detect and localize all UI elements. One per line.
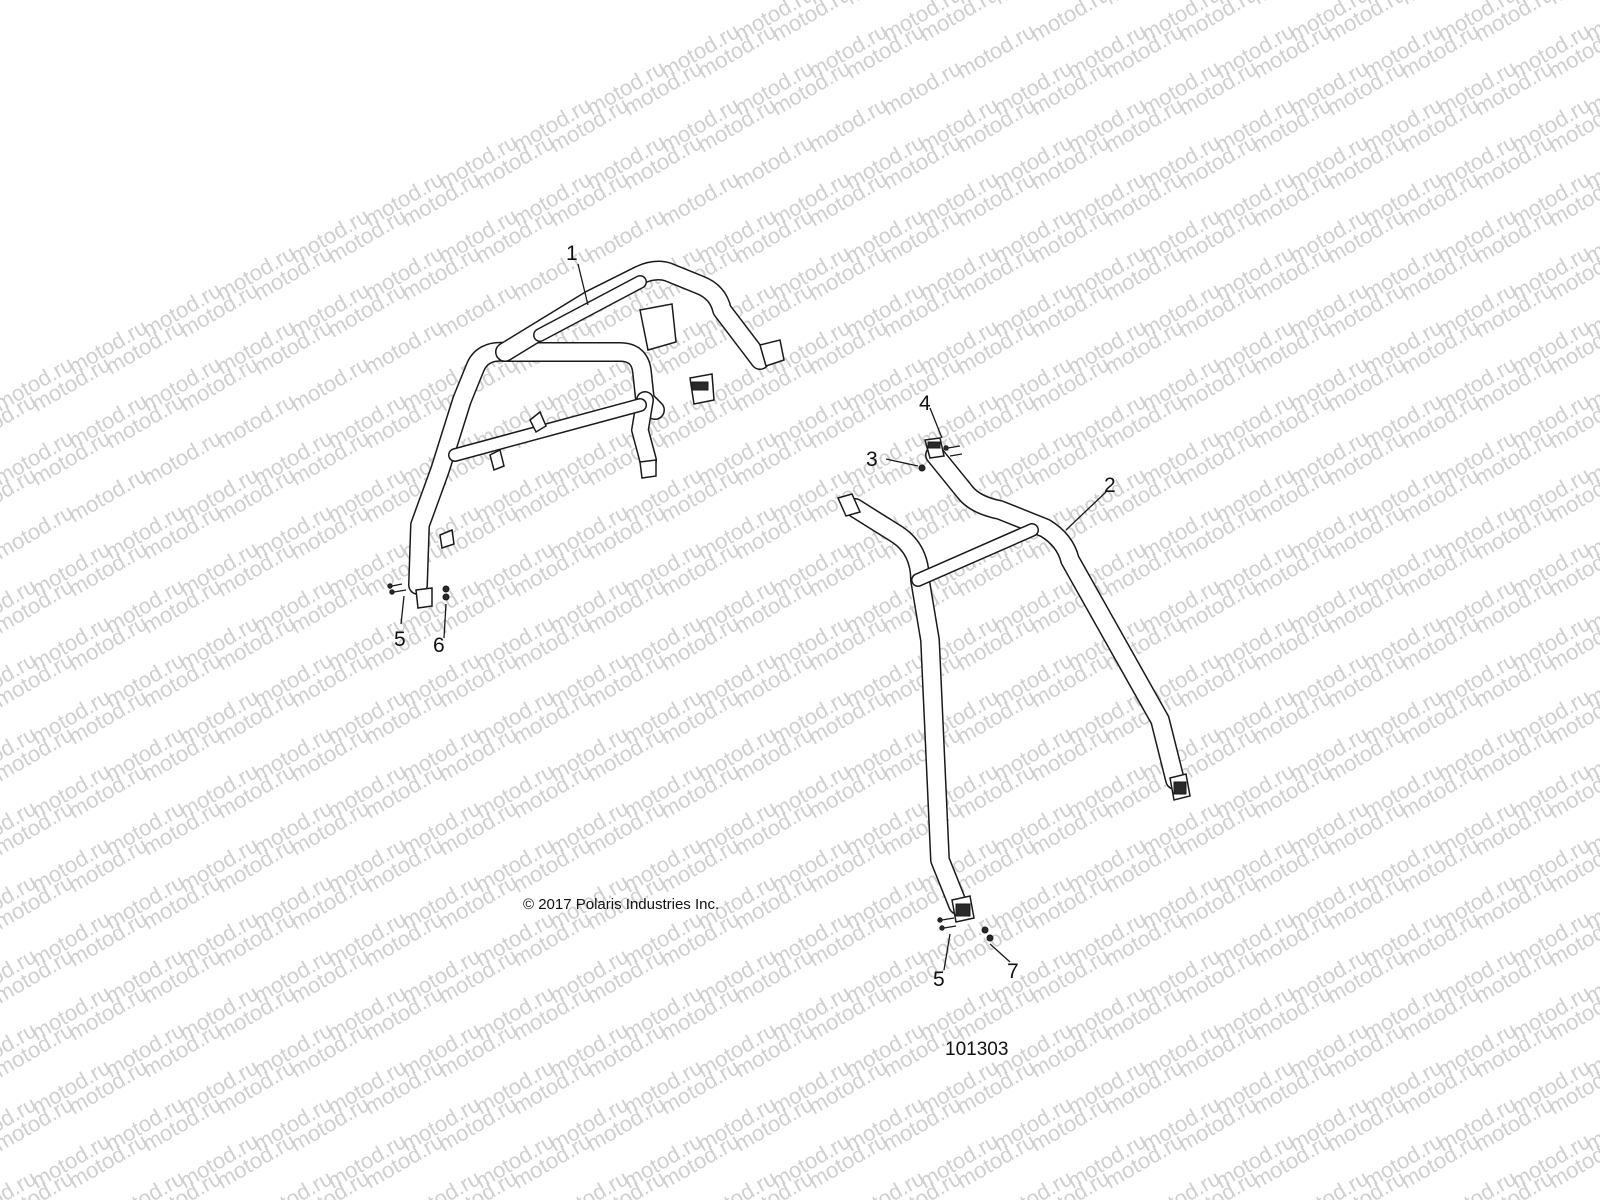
watermark-text: motod.ru [138, 425, 226, 490]
watermark-text: motod.ru [730, 129, 818, 194]
callout-7: 7 [1007, 960, 1019, 983]
callout-4: 4 [919, 392, 931, 415]
callout-5-right: 5 [933, 968, 945, 991]
copyright-text: © 2017 Polaris Industries Inc. [523, 896, 719, 913]
watermark-text: motod.ru [286, 351, 374, 416]
watermark-text: motod.ru [360, 314, 448, 379]
watermark-text: motod.ru [434, 277, 522, 342]
hardware-nut-3 [918, 464, 926, 472]
figure-number: 101303 [945, 1039, 1008, 1060]
watermark-text: motod.ru [64, 462, 152, 527]
watermark-text: motod.ru [656, 166, 744, 231]
callout-1: 1 [566, 242, 578, 265]
watermark-text: motod.ru [804, 92, 892, 157]
callout-6: 6 [433, 634, 445, 657]
callout-2: 2 [1104, 474, 1116, 497]
watermark-text: motod.ru [878, 55, 966, 120]
watermark-text: motod.ru [582, 203, 670, 268]
watermark-text: motod.ru [952, 18, 1040, 83]
callout-5-left: 5 [394, 628, 406, 651]
callout-3: 3 [866, 448, 878, 471]
watermark-text: motod.ru [212, 388, 300, 453]
